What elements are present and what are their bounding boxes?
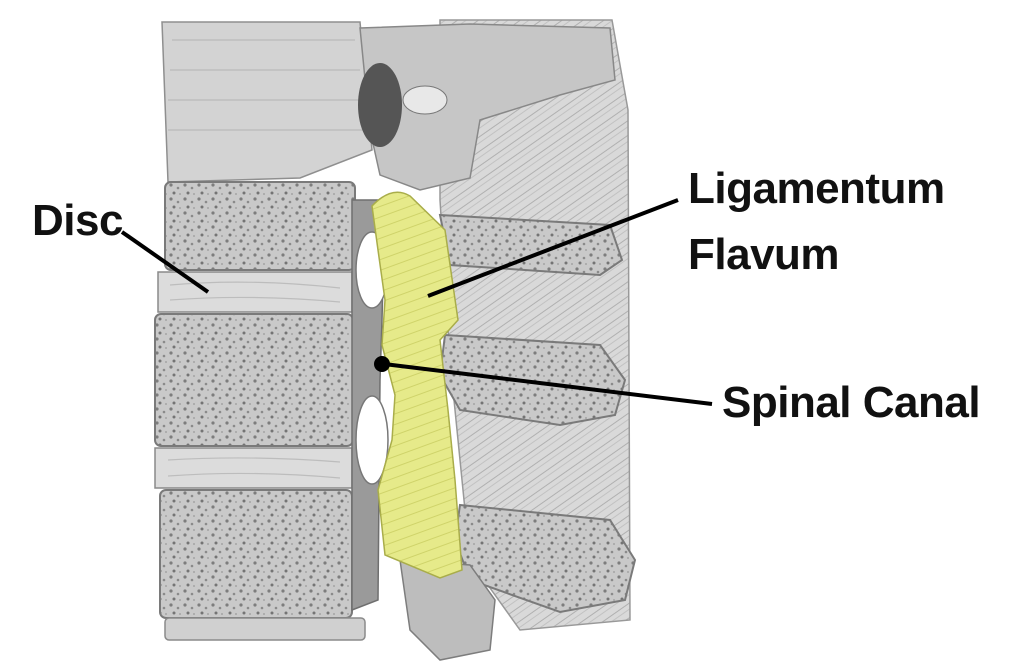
lamina-2 xyxy=(438,333,627,427)
lower-process xyxy=(399,559,496,661)
disc-leader-line xyxy=(120,230,210,294)
vertebral-body-1 xyxy=(164,181,356,271)
lamina-1 xyxy=(438,213,624,277)
spinal-canal-marker xyxy=(374,356,390,372)
vertebral-body-2 xyxy=(154,313,354,447)
disc-label: Disc xyxy=(32,196,123,245)
disc-2 xyxy=(154,447,353,489)
ligamentum-label-line2: Flavum xyxy=(688,230,840,279)
ligamentum-leader-line xyxy=(427,198,679,298)
spinal-canal-leader-line xyxy=(383,362,713,406)
vertebral-body-3 xyxy=(159,489,353,619)
upper-lamina xyxy=(359,23,616,191)
spinal-canal-label: Spinal Canal xyxy=(722,378,981,427)
ligamentum-label-line1: Ligamentum xyxy=(688,164,945,213)
foramen-dark xyxy=(358,63,402,147)
ligamentum-flavum xyxy=(371,191,463,579)
anterior-ligament-top xyxy=(161,21,373,183)
